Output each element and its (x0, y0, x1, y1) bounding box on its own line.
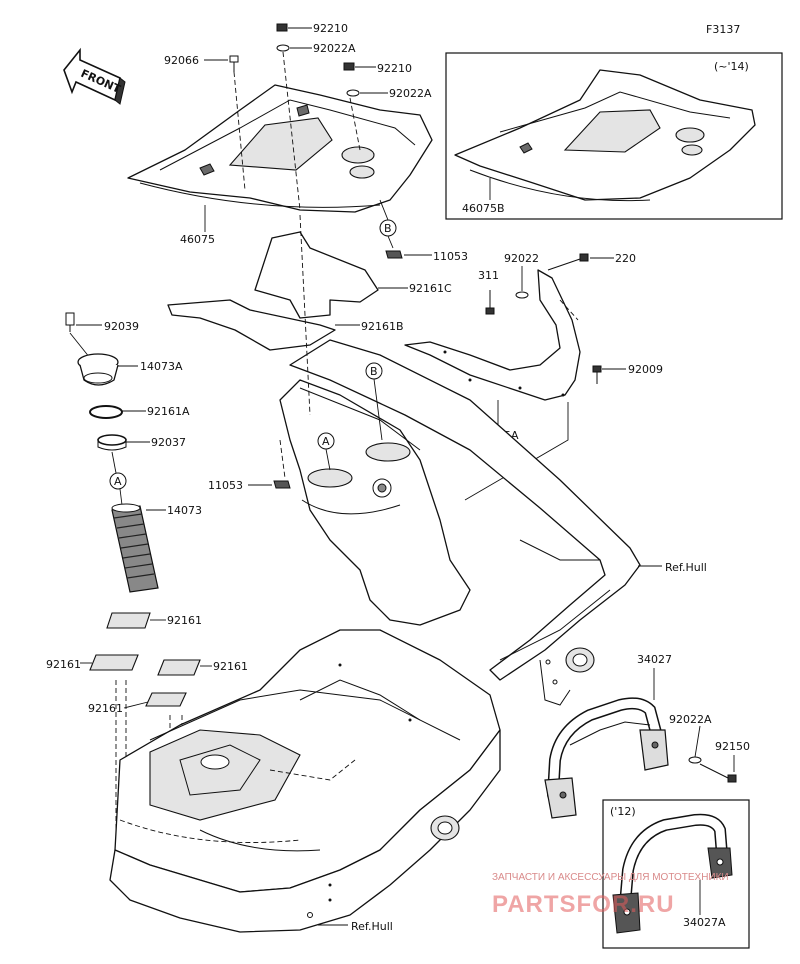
label-92150: 92150 (715, 740, 750, 753)
grab-handle-34027 (544, 697, 669, 819)
side-panel-46075a (404, 269, 581, 401)
label-92039: 92039 (104, 320, 139, 333)
pad-92161-1 (106, 612, 151, 629)
part-46075-seat (127, 84, 433, 213)
gasket-92161b (167, 299, 336, 351)
label-11053-upper: 11053 (433, 250, 468, 263)
label-311: 311 (478, 269, 499, 282)
label-92022: 92022 (504, 252, 539, 265)
label-11053-lower: 11053 (208, 479, 243, 492)
label-220: 220 (615, 252, 636, 265)
clip-11053-lower-icon (273, 480, 291, 489)
label-34027: 34027 (637, 653, 672, 666)
filler-hose-14073 (111, 503, 159, 593)
washer-92022a-c-icon (688, 756, 702, 764)
pad-92161-4 (145, 692, 187, 707)
washer-92022a-b-icon (346, 89, 360, 97)
label-92161b: 92161B (361, 320, 404, 333)
inset-34027a: ('12) (602, 799, 750, 949)
callout-circle-a-left (109, 472, 127, 490)
bolt-92066-icon (229, 55, 239, 72)
callout-b-upper-text: B (384, 222, 392, 235)
label-92210-b: 92210 (377, 62, 412, 75)
clamp-92037-icon (97, 434, 127, 451)
screw-92039-icon (65, 312, 75, 332)
label-92161c: 92161C (409, 282, 452, 295)
pad-92161-2 (89, 654, 139, 671)
callout-a-left-text: A (114, 475, 122, 488)
label-92037: 92037 (151, 436, 186, 449)
bolt-220-icon (547, 253, 589, 271)
label-92161-1: 92161 (167, 614, 202, 627)
inset-top-year: (~'14) (714, 60, 749, 73)
inset-bottom-year: ('12) (610, 805, 636, 818)
label-92009: 92009 (628, 363, 663, 376)
inset-46075b: (~'14) (445, 52, 783, 220)
washer-92022-icon (515, 291, 529, 299)
label-ref-hull-upper: Ref.Hull (665, 561, 707, 574)
label-92161-4: 92161 (88, 702, 123, 715)
figure-code: F3137 (706, 23, 740, 36)
label-14073a: 14073A (140, 360, 183, 373)
label-92022a-b: 92022A (389, 87, 432, 100)
bolt-311-icon (485, 290, 495, 315)
callout-a-hull-text: A (322, 435, 330, 448)
watermark-tagline: ЗАПЧАСТИ И АКСЕССУАРЫ ДЛЯ МОТОТЕХНИКИ (492, 872, 729, 883)
label-46075b: 46075B (462, 202, 505, 215)
label-92022a-a: 92022A (313, 42, 356, 55)
label-14073: 14073 (167, 504, 202, 517)
label-46075: 46075 (180, 233, 215, 246)
watermark-logo: PARTSFOR.RU (492, 891, 675, 918)
lower-hull (109, 629, 501, 933)
callout-b-lower-text: B (370, 365, 378, 378)
screw-92009-icon (592, 365, 602, 384)
washer-92022a-a-icon (276, 44, 290, 52)
label-92161a: 92161A (147, 405, 190, 418)
pad-92161-3 (157, 659, 201, 676)
label-ref-hull-lower: Ref.Hull (351, 920, 393, 933)
label-92022a-c: 92022A (669, 713, 712, 726)
label-92161-3: 92161 (213, 660, 248, 673)
filler-neck-14073a (77, 353, 119, 386)
clip-11053-upper-icon (385, 250, 403, 259)
label-34027a: 34027A (683, 916, 726, 929)
label-92210-a: 92210 (313, 22, 348, 35)
label-92066: 92066 (164, 54, 199, 67)
bolt-92150-icon (699, 763, 737, 783)
label-92161-2: 92161 (46, 658, 81, 671)
screw-92210-a-icon (276, 23, 288, 32)
screw-92210-b-icon (343, 62, 355, 71)
front-arrow-icon: FRONT (63, 47, 126, 105)
gasket-92161c (254, 231, 379, 319)
o-ring-92161a-icon (89, 405, 123, 419)
